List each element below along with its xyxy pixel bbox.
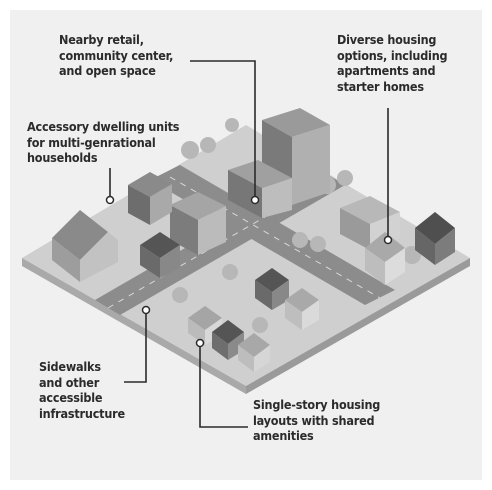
- callout-diverse-housing: Diverse housing options, including apart…: [337, 32, 448, 94]
- leader-dots: [105, 195, 393, 348]
- callout-sidewalks: Sidewalks and other accessible infrastru…: [39, 359, 125, 421]
- callout-accessory-units: Accessory dwelling units for multi-genra…: [27, 119, 180, 165]
- community-center: [228, 160, 292, 218]
- diverse-housing: [340, 196, 455, 285]
- leader-lines: [109, 60, 389, 428]
- adu-houses: [52, 210, 180, 282]
- callout-nearby-retail: Nearby retail, community center, and ope…: [59, 32, 174, 78]
- single-story-houses: [188, 268, 319, 372]
- ground-block: [22, 125, 470, 386]
- apartment-building-left: [128, 172, 226, 255]
- callout-single-story: Single-story housing layouts with shared…: [253, 397, 381, 443]
